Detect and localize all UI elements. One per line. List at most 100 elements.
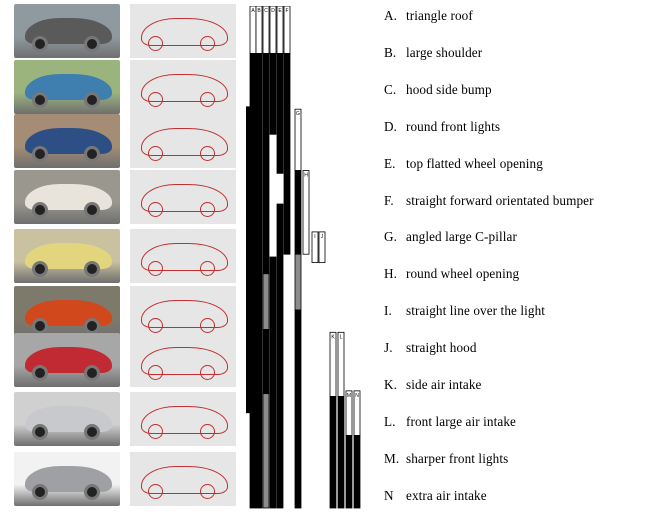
legend-item: K. side air intake bbox=[384, 377, 481, 393]
feature-bar-label: C bbox=[264, 8, 268, 14]
car-photo bbox=[14, 333, 120, 387]
legend-item: B. large shoulder bbox=[384, 45, 482, 61]
legend-item: E. top flatted wheel opening bbox=[384, 156, 543, 172]
car-photo bbox=[14, 229, 120, 283]
feature-bar-k bbox=[329, 396, 337, 509]
car-sketch bbox=[130, 114, 236, 168]
legend-label: triangle roof bbox=[406, 8, 473, 23]
feature-bar-d bbox=[269, 53, 277, 135]
feature-bar-k bbox=[329, 331, 337, 397]
feature-bar-label: L bbox=[340, 334, 343, 340]
feature-bar-i bbox=[311, 231, 319, 263]
feature-bar-label: E bbox=[278, 8, 282, 14]
feature-bar-l bbox=[337, 331, 345, 397]
feature-bar-g bbox=[294, 108, 302, 171]
legend-label: extra air intake bbox=[406, 487, 487, 503]
legend-letter: F. bbox=[384, 192, 394, 208]
feature-bar-h bbox=[302, 170, 310, 255]
legend-letter: E. bbox=[384, 155, 396, 171]
car-photo bbox=[14, 392, 120, 446]
feature-bar-label: B bbox=[257, 8, 261, 14]
legend-item: I. straight line over the light bbox=[384, 303, 545, 319]
car-photo bbox=[14, 170, 120, 224]
feature-bar-g bbox=[294, 253, 302, 311]
feature-bar-label: H bbox=[304, 173, 308, 179]
legend-item: L. front large air intake bbox=[384, 414, 516, 430]
feature-bar-j bbox=[318, 231, 326, 263]
feature-bar-a bbox=[249, 53, 257, 509]
car-photo bbox=[14, 452, 120, 506]
car-sketch bbox=[130, 333, 236, 387]
legend-letter: A. bbox=[384, 8, 398, 23]
feature-bar-label: A bbox=[251, 8, 255, 14]
car-photo bbox=[14, 286, 120, 340]
feature-bar-f bbox=[283, 53, 291, 255]
left-bracket-bar bbox=[246, 106, 250, 414]
legend-label: straight forward orientated bumper bbox=[406, 192, 594, 208]
legend-label: large shoulder bbox=[406, 44, 483, 60]
legend-label: sharper front lights bbox=[406, 450, 509, 466]
feature-bar-d bbox=[269, 256, 277, 509]
legend-item: A. triangle roof bbox=[384, 8, 473, 24]
feature-bar-label: K bbox=[331, 334, 335, 340]
feature-bar-m bbox=[345, 435, 353, 509]
legend-item: H. round wheel opening bbox=[384, 266, 519, 282]
legend-letter: K. bbox=[384, 377, 398, 392]
feature-bar-b bbox=[255, 53, 263, 509]
legend-label: straight line over the light bbox=[406, 303, 546, 319]
car-photo bbox=[14, 60, 120, 114]
legend-letter: C. bbox=[384, 81, 397, 97]
legend-label: hood side bump bbox=[406, 81, 492, 97]
legend-letter: N bbox=[384, 487, 394, 503]
feature-bar-label: N bbox=[355, 393, 359, 399]
legend-letter: J. bbox=[384, 340, 393, 356]
feature-bar-g bbox=[294, 170, 302, 255]
legend-letter: B. bbox=[384, 44, 397, 60]
legend-item: C. hood side bump bbox=[384, 82, 492, 98]
car-photo bbox=[14, 4, 120, 58]
legend-letter: G. bbox=[384, 229, 398, 245]
feature-bar-label: G bbox=[296, 111, 300, 117]
legend-label: round front lights bbox=[406, 118, 501, 134]
legend-item: F. straight forward orientated bumper bbox=[384, 193, 594, 209]
car-sketch bbox=[130, 392, 236, 446]
car-sketch bbox=[130, 4, 236, 58]
car-sketch bbox=[130, 60, 236, 114]
car-sketch bbox=[130, 170, 236, 224]
legend-item: M. sharper front lights bbox=[384, 451, 508, 467]
legend-letter: H. bbox=[384, 266, 398, 282]
feature-bar-c bbox=[262, 53, 270, 275]
feature-bar-label: I bbox=[314, 234, 315, 240]
feature-bar-g bbox=[294, 309, 302, 509]
car-sketch bbox=[130, 286, 236, 340]
legend-label: angled large C-pillar bbox=[406, 229, 517, 245]
legend-letter: M. bbox=[384, 450, 400, 466]
feature-bar-label: J bbox=[321, 234, 324, 240]
feature-bar-c bbox=[262, 329, 270, 395]
legend-letter: L. bbox=[384, 413, 396, 429]
car-photo bbox=[14, 114, 120, 168]
car-sketch bbox=[130, 229, 236, 283]
feature-bar-label: M bbox=[347, 393, 351, 399]
legend-item: J. straight hood bbox=[384, 340, 477, 356]
feature-bar-c bbox=[262, 273, 270, 330]
feature-bar-label: D bbox=[271, 8, 275, 14]
legend-label: front large air intake bbox=[406, 413, 516, 429]
legend-letter: D. bbox=[384, 118, 398, 134]
feature-bar-n bbox=[353, 435, 361, 509]
legend-item: D. round front lights bbox=[384, 119, 500, 135]
legend-label: round wheel opening bbox=[406, 266, 520, 282]
legend-label: top flatted wheel opening bbox=[406, 155, 543, 171]
feature-bar-label: F bbox=[285, 8, 288, 14]
feature-bar-e bbox=[276, 53, 284, 174]
legend-item: G. angled large C-pillar bbox=[384, 229, 517, 245]
feature-bar-l bbox=[337, 396, 345, 509]
legend-label: straight hood bbox=[406, 340, 477, 356]
feature-bar-e bbox=[276, 203, 284, 509]
feature-bar-c bbox=[262, 393, 270, 509]
legend-label: side air intake bbox=[406, 377, 482, 392]
legend-letter: I. bbox=[384, 303, 392, 319]
car-sketch bbox=[130, 452, 236, 506]
